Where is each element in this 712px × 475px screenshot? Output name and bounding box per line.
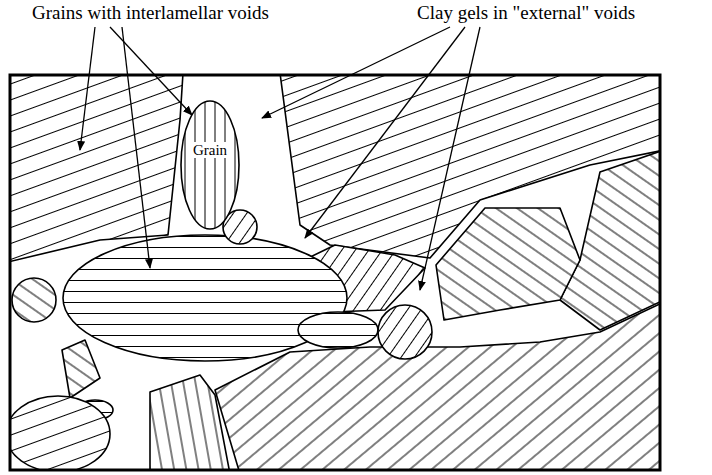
grain-outline — [181, 101, 239, 229]
grain-shape — [10, 396, 110, 470]
frame-border — [10, 75, 660, 470]
grain-shape — [378, 305, 432, 359]
leader-line — [262, 27, 450, 118]
grain-ellipse: Grain — [180, 100, 240, 230]
grain-shape — [298, 312, 378, 348]
leader-line — [110, 27, 192, 115]
callout-label: Clay gels in "external" voids — [415, 2, 637, 25]
grain-shape — [560, 150, 660, 330]
grain-shape — [62, 340, 100, 398]
leader-line — [80, 27, 95, 150]
ellipse-outline — [180, 100, 240, 230]
grain-shape — [150, 375, 230, 470]
grain-label: Grain — [192, 142, 228, 159]
grain-shape — [436, 208, 580, 320]
grain-shape — [10, 75, 183, 262]
leader-line — [122, 27, 150, 268]
leader-line — [305, 27, 465, 238]
grain-shape — [12, 278, 56, 322]
grain-shape — [63, 235, 347, 361]
callout-label: Grains with interlamellar voids — [30, 2, 271, 25]
leader-line — [420, 27, 480, 290]
